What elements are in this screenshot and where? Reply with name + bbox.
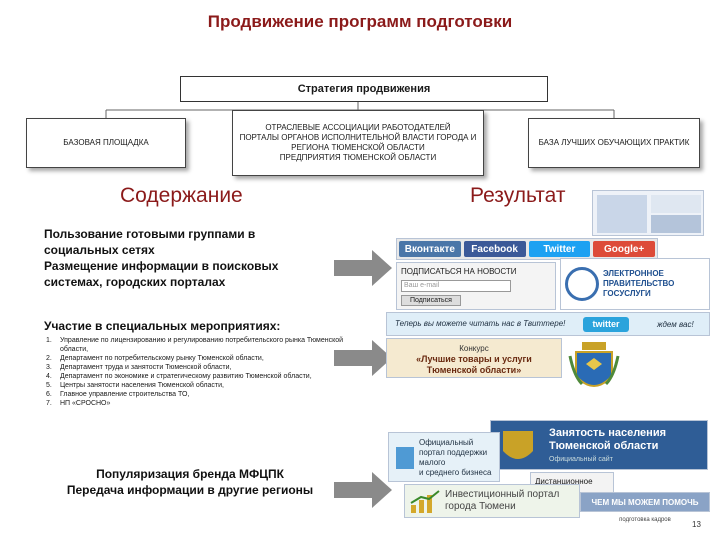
employment-emblem-icon — [503, 431, 533, 459]
twitter-button[interactable]: Twitter — [528, 241, 591, 257]
arrow-icon — [334, 250, 392, 286]
sources-line-1: ОТРАСЛЕВЫЕ АССОЦИАЦИИ РАБОТОДАТЕЛЕЙ — [265, 123, 451, 132]
contest-title: «Лучшие товары и услуги Тюменской област… — [416, 354, 532, 375]
list-item: 4.Департамент по экономике и стратегичес… — [46, 373, 312, 380]
twitter-banner: Теперь вы можете читать нас в Твиттере! … — [386, 312, 710, 336]
strategy-box: Стратегия продвижения — [180, 76, 548, 102]
social-line: социальных сетях — [44, 243, 155, 257]
list-item: 3.Департамент труда и занятости Тюменско… — [46, 364, 232, 371]
vkontakte-button[interactable]: Вконтакте — [399, 241, 461, 257]
website-thumbnail-icon — [597, 195, 701, 233]
sources-line-3: ПРЕДПРИЯТИЯ ТЮМЕНСКОЙ ОБЛАСТИ — [279, 153, 437, 162]
contest-label: Конкурс — [459, 344, 489, 353]
social-buttons-bar: Вконтакте Facebook Twitter Google+ — [396, 238, 658, 260]
growth-chart-icon — [410, 490, 440, 513]
sources-line-2: ПОРТАЛЫ ОРГАНОВ ИСПОЛНИТЕЛЬНОЙ ВЛАСТИ ГО… — [239, 133, 477, 152]
egov-banner: ЭЛЕКТРОННОЕ ПРАВИТЕЛЬСТВО ГОСУСЛУГИ — [560, 258, 710, 310]
brand-line: Популяризация бренда МФЦПК — [96, 467, 284, 481]
events-list: 1.Управление по лицензированию и регулир… — [46, 336, 346, 408]
list-item: 1.Управление по лицензированию и регулир… — [46, 337, 344, 353]
base-platform-box: БАЗОВАЯ ПЛОЩАДКА — [26, 118, 186, 168]
twitter-banner-text: Теперь вы можете читать нас в Твиттере! — [395, 319, 566, 328]
best-practices-box: БАЗА ЛУЧШИХ ОБУЧАЮЩИХ ПРАКТИК — [528, 118, 700, 168]
google-plus-button[interactable]: Google+ — [593, 241, 655, 257]
brand-line: Передача информации в другие регионы — [66, 483, 314, 497]
facebook-button[interactable]: Facebook — [463, 241, 526, 257]
egov-logo-icon — [565, 267, 599, 301]
base-platform-label: БАЗОВАЯ ПЛОЩАДКА — [63, 138, 149, 147]
slide-title: Продвижение программ подготовки — [207, 12, 513, 31]
list-item: 2.Департамент по потребительскому рынку … — [46, 355, 264, 362]
subscribe-widget: ПОДПИСАТЬСЯ НА НОВОСТИ Ваш e-mail Подпис… — [396, 262, 556, 310]
employment-title-line: Тюменской области — [549, 440, 659, 452]
arrow-icon — [334, 340, 392, 376]
social-line: Пользование готовыми группами в — [44, 227, 256, 241]
employment-site-banner: Занятость населения Тюменской области Оф… — [490, 420, 708, 470]
support-logo-icon — [396, 447, 414, 469]
social-text: Пользование готовыми группами в социальн… — [44, 226, 344, 290]
twitter-badge: twitter — [583, 317, 629, 332]
twitter-banner-tail: ждем вас! — [657, 320, 694, 329]
arrow-icon — [334, 472, 392, 508]
contest-banner: Конкурс «Лучшие товары и услуги Тюменско… — [386, 338, 562, 378]
sources-box: ОТРАСЛЕВЫЕ АССОЦИАЦИИ РАБОТОДАТЕЛЕЙ ПОРТ… — [232, 110, 484, 176]
help-banner: ЧЕМ МЫ МОЖЕМ ПОМОЧЬ — [580, 492, 710, 512]
egov-text: ЭЛЕКТРОННОЕ ПРАВИТЕЛЬСТВО ГОСУСЛУГИ — [603, 269, 675, 298]
employment-title-line: Занятость населения — [549, 427, 666, 439]
training-footer-label: подготовка кадров — [580, 514, 710, 526]
events-title: Участие в специальных мероприятиях: — [44, 319, 281, 333]
investment-portal-banner: Инвестиционный портал города Тюмени — [404, 484, 580, 518]
social-line: системах, городских порталах — [44, 275, 226, 289]
page-number: 13 — [692, 520, 701, 529]
brand-text: Популяризация бренда МФЦПК Передача инфо… — [40, 466, 340, 498]
employment-subtitle: Официальный сайт — [549, 456, 613, 463]
list-item: 6.Главное управление строительства ТО, — [46, 391, 190, 398]
email-field[interactable]: Ваш e-mail — [401, 280, 511, 292]
subscribe-title: ПОДПИСАТЬСЯ НА НОВОСТИ — [401, 267, 517, 276]
tyumen-emblem-icon — [568, 342, 620, 387]
news-site-thumbnail — [592, 190, 704, 236]
best-practices-label: БАЗА ЛУЧШИХ ОБУЧАЮЩИХ ПРАКТИК — [538, 138, 690, 147]
result-heading: Результат — [470, 184, 566, 207]
content-heading: Содержание — [120, 184, 243, 207]
list-item: 5.Центры занятости населения Тюменской о… — [46, 382, 224, 389]
subscribe-button[interactable]: Подписаться — [401, 295, 461, 306]
social-line: Размещение информации в поисковых — [44, 259, 279, 273]
business-support-banner: Официальный портал поддержки малого и ср… — [388, 432, 500, 482]
list-item: 7.НП «СРОСНО» — [46, 400, 111, 407]
